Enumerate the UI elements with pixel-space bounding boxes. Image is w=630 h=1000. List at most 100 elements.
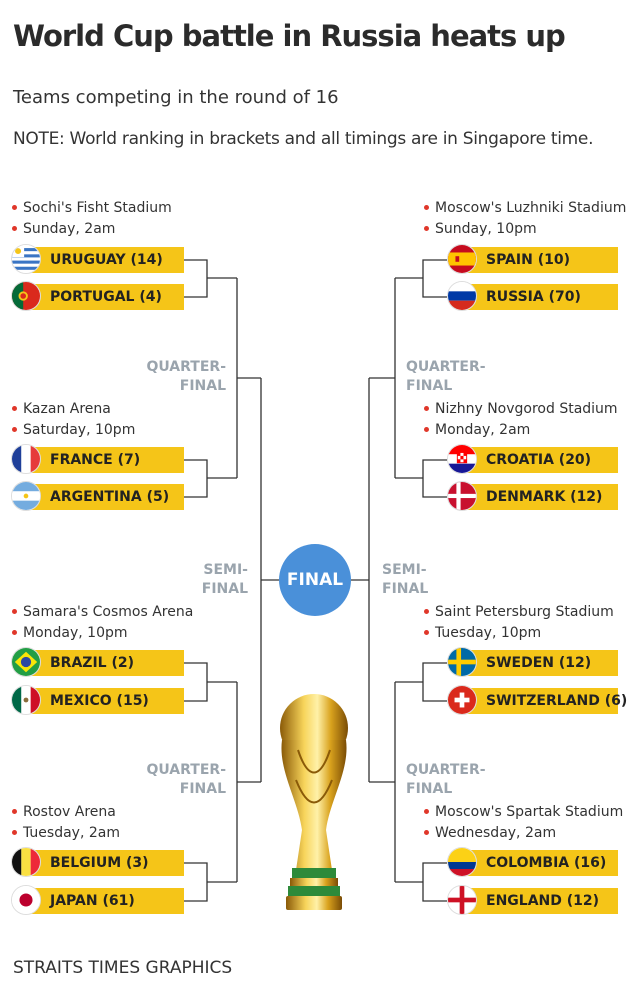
bullet-icon (12, 829, 17, 835)
quarter-final-label: QUARTER- FINAL (406, 762, 486, 797)
team-name: DENMARK (12) (486, 489, 603, 505)
bracket-line (422, 662, 447, 702)
bracket-line (422, 259, 447, 298)
japan-flag-icon (11, 885, 41, 915)
team-name: JAPAN (61) (50, 893, 135, 909)
match-info: Rostov Arena Tuesday, 2am (12, 802, 237, 844)
subtitle: Teams competing in the round of 16 (13, 87, 339, 108)
bracket-line (184, 259, 208, 298)
bullet-icon (424, 829, 429, 835)
venue: Kazan Arena (23, 401, 111, 417)
team-belgium: BELGIUM (3) (11, 847, 184, 877)
team-name: ARGENTINA (5) (50, 489, 170, 505)
bullet-icon (12, 405, 17, 411)
match-info: Samara's Cosmos Arena Monday, 10pm (12, 602, 237, 644)
venue: Moscow's Spartak Stadium (435, 804, 624, 820)
denmark-flag-icon (447, 481, 477, 511)
team-england: ENGLAND (12) (447, 885, 618, 915)
team-name: BELGIUM (3) (50, 855, 149, 871)
bullet-icon (424, 405, 429, 411)
quarter-final-label: QUARTER- FINAL (146, 359, 226, 394)
match-time: Tuesday, 2am (23, 825, 120, 841)
team-argentina: ARGENTINA (5) (11, 481, 184, 511)
bullet-icon (12, 204, 17, 210)
match-time: Sunday, 10pm (435, 221, 537, 237)
bullet-icon (424, 629, 429, 635)
team-name: ENGLAND (12) (486, 893, 600, 909)
france-flag-icon (11, 444, 41, 474)
quarter-final-label: QUARTER- FINAL (146, 762, 226, 797)
team-switzerland: SWITZERLAND (6) (447, 685, 627, 715)
team-mexico: MEXICO (15) (11, 685, 184, 715)
bullet-icon (424, 204, 429, 210)
team-name: SWEDEN (12) (486, 655, 592, 671)
team-france: FRANCE (7) (11, 444, 184, 474)
team-uruguay: URUGUAY (14) (11, 244, 184, 274)
semi-final-label: SEMI- FINAL (201, 562, 248, 597)
venue: Sochi's Fisht Stadium (23, 200, 172, 216)
portugal-flag-icon (11, 281, 41, 311)
match-time: Tuesday, 10pm (435, 625, 542, 641)
note: NOTE: World ranking in brackets and all … (13, 129, 594, 149)
venue: Samara's Cosmos Arena (23, 604, 194, 620)
team-name: FRANCE (7) (50, 452, 141, 468)
quarter-final-label: QUARTER- FINAL (406, 359, 486, 394)
sweden-flag-icon (447, 647, 477, 677)
bullet-icon (424, 426, 429, 432)
match-info: Sochi's Fisht Stadium Sunday, 2am (12, 198, 237, 240)
bullet-icon (12, 608, 17, 614)
team-russia: RUSSIA (70) (447, 281, 618, 311)
bullet-icon (424, 225, 429, 231)
spain-flag-icon (447, 244, 477, 274)
semi-final-label: SEMI- FINAL (382, 562, 429, 597)
team-name: SWITZERLAND (6) (486, 693, 628, 709)
bracket-line (422, 459, 447, 498)
match-info: Moscow's Spartak Stadium Wednesday, 2am (424, 802, 630, 844)
team-name: BRAZIL (2) (50, 655, 134, 671)
switzerland-flag-icon (447, 685, 477, 715)
team-name: SPAIN (10) (486, 252, 570, 268)
team-name: COLOMBIA (16) (486, 855, 607, 871)
venue: Moscow's Luzhniki Stadium (435, 200, 627, 216)
match-info: Kazan Arena Saturday, 10pm (12, 399, 237, 441)
russia-flag-icon (447, 281, 477, 311)
team-sweden: SWEDEN (12) (447, 647, 618, 677)
venue: Nizhny Novgorod Stadium (435, 401, 618, 417)
bracket-line (184, 459, 208, 498)
team-spain: SPAIN (10) (447, 244, 618, 274)
belgium-flag-icon (11, 847, 41, 877)
match-time: Monday, 10pm (23, 625, 128, 641)
match-time: Monday, 2am (435, 422, 531, 438)
team-denmark: DENMARK (12) (447, 481, 618, 511)
bracket-line (184, 662, 208, 702)
match-time: Saturday, 10pm (23, 422, 136, 438)
bullet-icon (424, 608, 429, 614)
match-time: Sunday, 2am (23, 221, 116, 237)
team-name: URUGUAY (14) (50, 252, 163, 268)
mexico-flag-icon (11, 685, 41, 715)
team-name: CROATIA (20) (486, 452, 592, 468)
team-name: PORTUGAL (4) (50, 289, 162, 305)
bullet-icon (12, 225, 17, 231)
team-brazil: BRAZIL (2) (11, 647, 184, 677)
match-time: Wednesday, 2am (435, 825, 557, 841)
bracket-line (184, 862, 208, 902)
venue: Saint Petersburg Stadium (435, 604, 614, 620)
team-croatia: CROATIA (20) (447, 444, 618, 474)
england-flag-icon (447, 885, 477, 915)
team-japan: JAPAN (61) (11, 885, 184, 915)
bullet-icon (424, 808, 429, 814)
croatia-flag-icon (447, 444, 477, 474)
team-portugal: PORTUGAL (4) (11, 281, 184, 311)
bracket-line (422, 862, 447, 902)
colombia-flag-icon (447, 847, 477, 877)
team-colombia: COLOMBIA (16) (447, 847, 618, 877)
final-circle: FINAL (279, 544, 351, 616)
venue: Rostov Arena (23, 804, 116, 820)
match-info: Nizhny Novgorod Stadium Monday, 2am (424, 399, 630, 441)
bullet-icon (12, 629, 17, 635)
team-name: MEXICO (15) (50, 693, 149, 709)
page-title: World Cup battle in Russia heats up (13, 19, 566, 53)
uruguay-flag-icon (11, 244, 41, 274)
